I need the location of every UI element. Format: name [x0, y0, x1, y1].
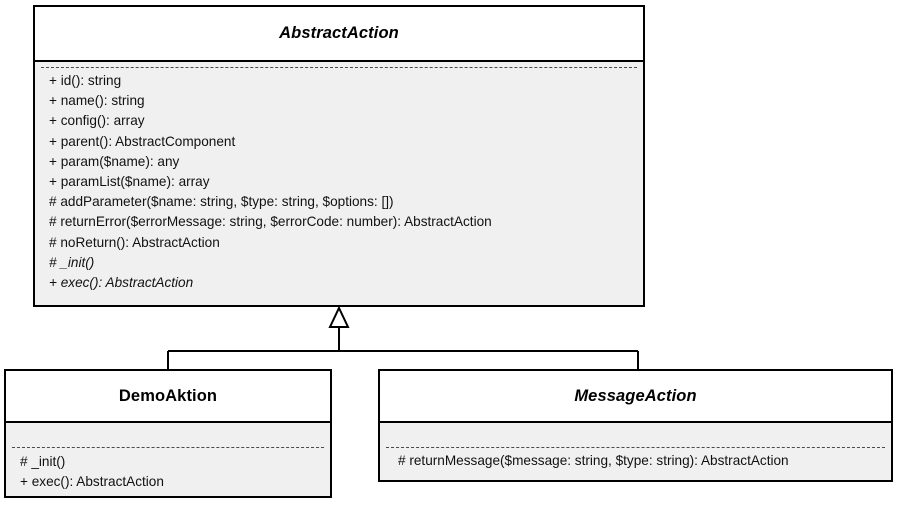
compartment-divider [12, 447, 324, 448]
class-box-demo-aktion[interactable]: DemoAktion # _init() + exec(): AbstractA… [4, 369, 332, 498]
operation-row: # addParameter($name: string, $type: str… [49, 194, 394, 210]
class-name-abstract-action: AbstractAction [279, 24, 399, 42]
class-header-message-action: MessageAction [380, 371, 891, 421]
operation-row: + name(): string [49, 93, 145, 109]
operation-row: + id(): string [49, 73, 122, 88]
class-members-abstract-action: + id(): string + name(): string + config… [35, 60, 643, 305]
operation-row: + paramList($name): array [49, 174, 210, 190]
operation-row: + exec(): AbstractAction [20, 474, 164, 490]
compartment-divider [41, 67, 637, 68]
operation-row: + exec(): AbstractAction [49, 275, 194, 291]
operation-row: + param($name): any [49, 153, 180, 169]
compartment-divider [386, 447, 885, 448]
operation-row: # _init() [20, 454, 66, 469]
class-members-demo-aktion: # _init() + exec(): AbstractAction [6, 421, 330, 496]
attribute-compartment-message-action [380, 423, 891, 447]
operation-compartment-message-action: # returnMessage($message: string, $type:… [380, 448, 891, 480]
class-name-demo-aktion: DemoAktion [118, 386, 218, 405]
class-box-abstract-action[interactable]: AbstractAction + id(): string + name(): … [33, 5, 645, 307]
class-name-message-action: MessageAction [574, 386, 697, 405]
operation-row: # noReturn(): AbstractAction [49, 234, 220, 250]
operation-row: # _init() [49, 254, 95, 270]
inheritance-arrowhead-icon [328, 305, 350, 328]
attribute-compartment-demo-aktion [6, 423, 330, 447]
class-members-message-action: # returnMessage($message: string, $type:… [380, 421, 891, 480]
operation-row: # returnMessage($message: string, $type:… [398, 453, 789, 468]
operation-compartment-demo-aktion: # _init() + exec(): AbstractAction [6, 448, 330, 496]
class-box-message-action[interactable]: MessageAction # returnMessage($message: … [378, 369, 893, 482]
operation-row: # returnError($errorMessage: string, $er… [49, 214, 492, 230]
class-header-abstract-action: AbstractAction [35, 7, 643, 60]
operation-row: + parent(): AbstractComponent [49, 133, 236, 149]
class-header-demo-aktion: DemoAktion [6, 371, 330, 421]
operation-compartment-abstract-action: + id(): string + name(): string + config… [35, 68, 643, 305]
operation-row: + config(): array [49, 113, 145, 129]
